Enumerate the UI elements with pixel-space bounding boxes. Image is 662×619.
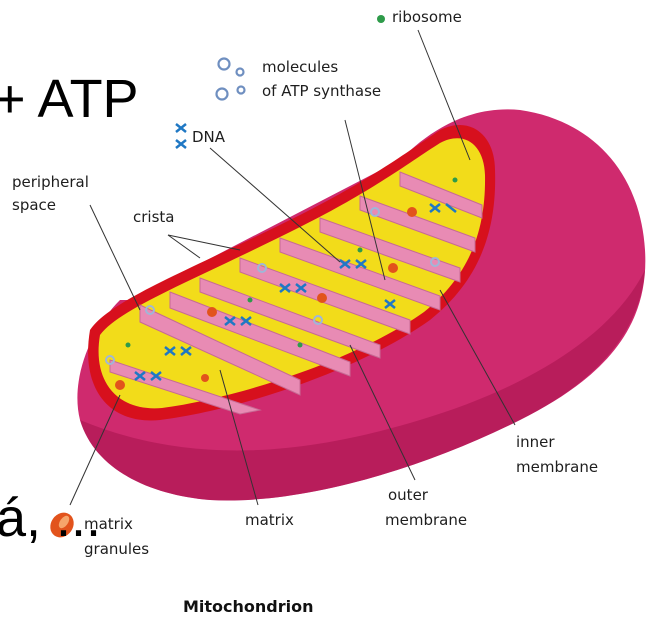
slide-text-bottom: á, ... [0, 487, 101, 549]
ribosome-label: ribosome [392, 8, 462, 27]
slide-text-top: + ATP [0, 68, 139, 130]
peripheral-space-label-line2: space [12, 196, 56, 215]
peripheral-space-label-line1: peripheral [12, 173, 89, 192]
ribosome-icon [377, 15, 385, 23]
inner-membrane-label-line2: membrane [516, 458, 598, 477]
inner-membrane-label-line1: inner [516, 433, 555, 452]
crista-label: crista [133, 208, 174, 227]
atp-synthase-label-line1: molecules [262, 58, 338, 77]
dna-label: DNA [192, 128, 225, 147]
diagram-title: Mitochondrion [183, 597, 314, 616]
dna-icon [176, 124, 186, 148]
outer-membrane-label-line1: outer [388, 486, 428, 505]
matrix-label: matrix [245, 511, 294, 530]
outer-membrane-label-line2: membrane [385, 511, 467, 530]
atp-synthase-label-line2: of ATP synthase [262, 82, 381, 101]
atp-synthase-icon [217, 59, 245, 100]
